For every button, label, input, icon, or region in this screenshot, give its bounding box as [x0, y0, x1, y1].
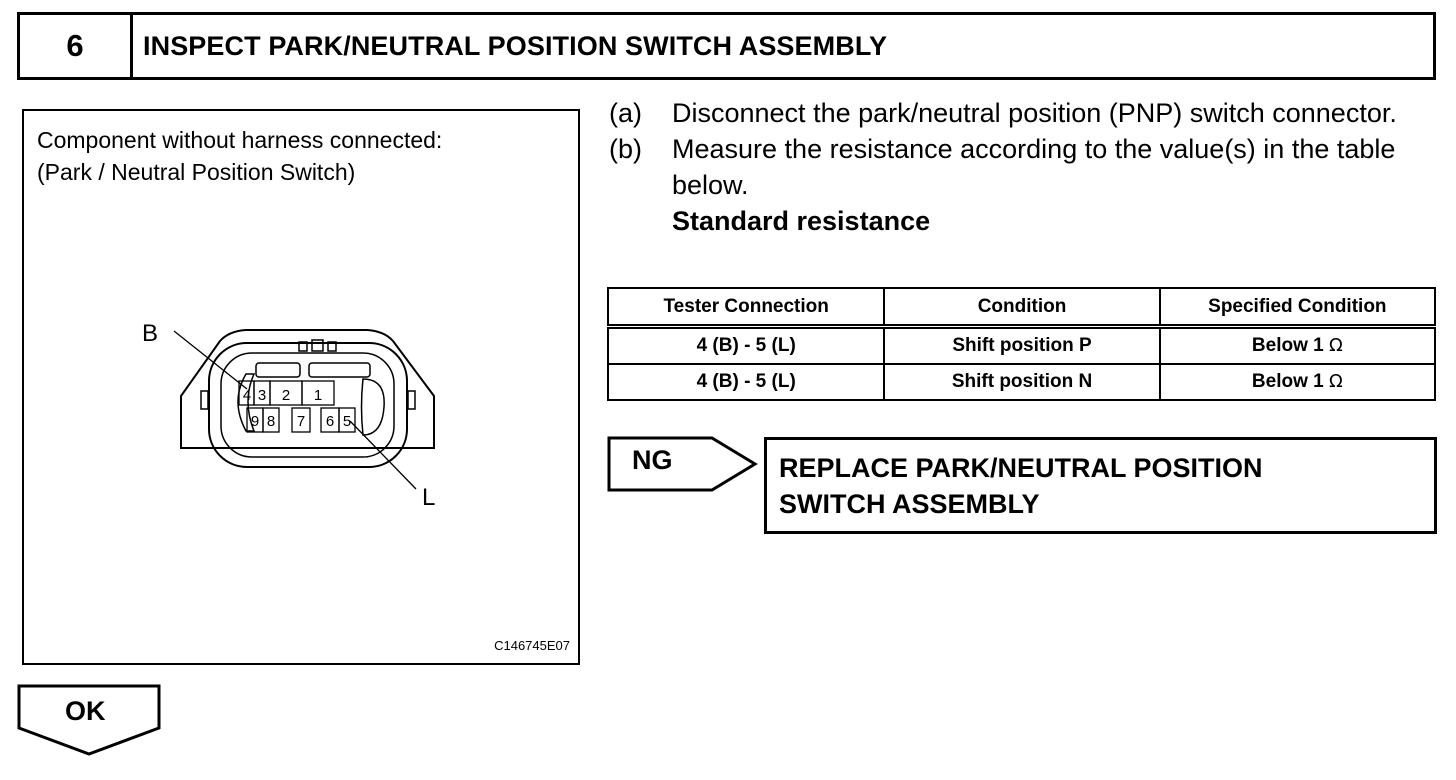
cell-condition: Shift position P	[883, 325, 1161, 365]
cell-specified: Below 1 Ω	[1158, 325, 1437, 365]
step-text: Disconnect the park/neutral position (PN…	[672, 98, 1397, 128]
step-text: Measure the resistance according to the …	[672, 134, 1396, 200]
table-row: 4 (B) - 5 (L) Shift position P Below 1 Ω	[606, 325, 1437, 365]
cell-connection: 4 (B) - 5 (L)	[606, 325, 886, 365]
column-header: Condition	[883, 287, 1161, 328]
step-header: 6 INSPECT PARK/NEUTRAL POSITION SWITCH A…	[17, 12, 1436, 80]
ng-result-line1: REPLACE PARK/NEUTRAL POSITION	[779, 453, 1263, 483]
figure-caption: Component without harness connected: (Pa…	[37, 124, 442, 188]
table-row: 4 (B) - 5 (L) Shift position N Below 1 Ω	[606, 363, 1437, 401]
connector-housing	[180, 329, 435, 449]
step-title: INSPECT PARK/NEUTRAL POSITION SWITCH ASS…	[143, 30, 888, 61]
latch-tab	[311, 339, 324, 352]
ok-label: OK	[65, 696, 106, 726]
callout-line-b	[173, 330, 248, 390]
key-slot-left	[255, 362, 301, 378]
ohm-unit: Ω	[1329, 335, 1343, 356]
key-slot-right	[308, 362, 371, 378]
step-marker: (a)	[609, 98, 642, 128]
latch-tab	[298, 341, 308, 352]
callout-b: B	[142, 320, 158, 347]
pin-label: 7	[297, 413, 305, 430]
cell-condition: Shift position N	[883, 363, 1161, 401]
pin-label: 4	[243, 387, 251, 404]
pin-label: 6	[326, 413, 334, 430]
standard-resistance-table: Tester Connection Condition Specified Co…	[606, 287, 1437, 401]
step-b: (b) Measure the resistance according to …	[609, 131, 1439, 203]
connector-diagram: 4 3 2 1 9 8 7 6 5 B L	[142, 320, 435, 511]
figure-caption-line1: Component without harness connected:	[37, 127, 443, 153]
ng-label: NG	[632, 445, 673, 475]
column-header: Tester Connection	[606, 287, 886, 328]
ohm-unit: Ω	[1329, 371, 1343, 392]
instruction-steps: (a) Disconnect the park/neutral position…	[609, 95, 1439, 239]
table-header-row: Tester Connection Condition Specified Co…	[606, 287, 1437, 328]
key-end-right	[360, 378, 385, 436]
pin-label: 1	[314, 387, 322, 404]
pin-label: 2	[282, 387, 290, 404]
cell-connection: 4 (B) - 5 (L)	[606, 363, 886, 401]
connector-inner-rim	[220, 352, 395, 458]
latch-tab	[327, 341, 337, 352]
cell-specified: Below 1 Ω	[1158, 363, 1437, 401]
pin-label: 3	[258, 387, 266, 404]
ok-arrow-icon	[17, 684, 161, 756]
ng-result-box: REPLACE PARK/NEUTRAL POSITION SWITCH ASS…	[764, 437, 1437, 534]
side-post-right	[407, 390, 416, 410]
ng-arrow-icon	[607, 436, 758, 492]
callout-line-l	[349, 420, 417, 490]
figure-code: C146745E07	[494, 638, 570, 653]
ng-result-line2: SWITCH ASSEMBLY	[779, 489, 1040, 519]
pin-label: 9	[251, 413, 259, 430]
pin-label: 8	[267, 413, 275, 430]
standard-label: Standard resistance	[672, 206, 931, 236]
connector-figure: Component without harness connected: (Pa…	[22, 109, 580, 665]
side-post-left	[200, 390, 209, 410]
callout-l: L	[422, 484, 435, 511]
step-marker: (b)	[609, 134, 642, 164]
step-a: (a) Disconnect the park/neutral position…	[609, 95, 1439, 131]
column-header: Specified Condition	[1158, 287, 1437, 328]
figure-caption-line2: (Park / Neutral Position Switch)	[37, 159, 356, 185]
step-number: 6	[20, 15, 133, 77]
pin-label: 5	[343, 413, 351, 430]
connector-rim	[208, 342, 408, 468]
